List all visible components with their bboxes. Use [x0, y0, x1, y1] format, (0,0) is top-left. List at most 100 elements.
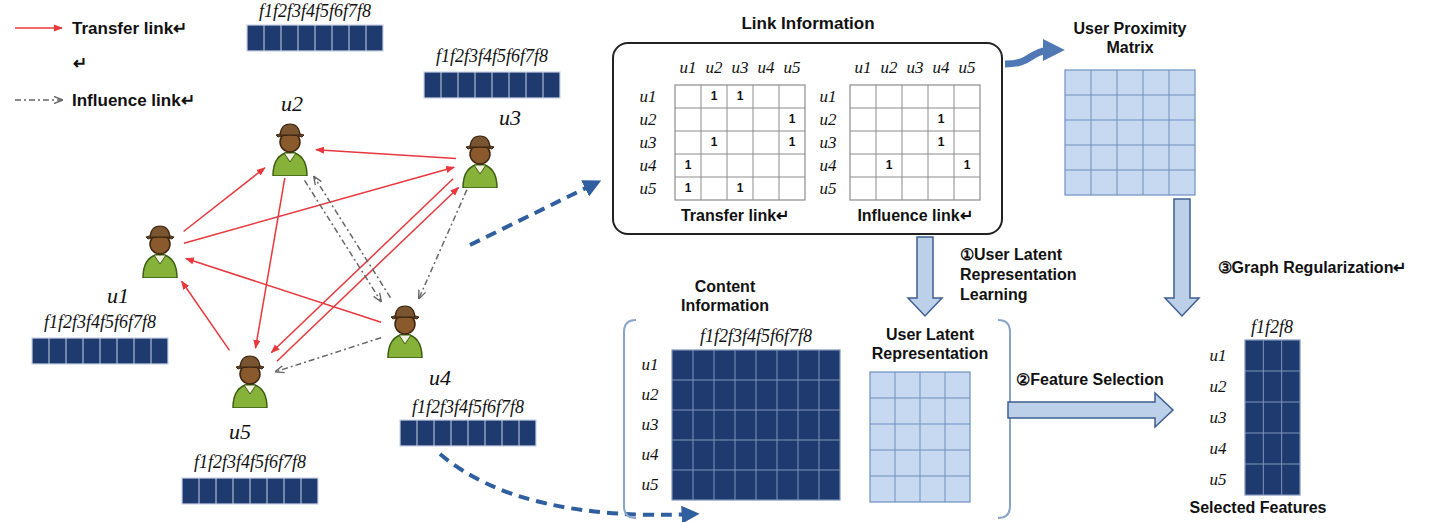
edge-label: ①User Latent Representation Learning	[960, 245, 1095, 305]
label-text: u4	[642, 446, 659, 465]
feature-bar	[247, 25, 383, 51]
transfer-link	[182, 281, 230, 350]
influence-link	[314, 177, 390, 298]
label-text: 1	[789, 113, 796, 126]
legend-text: Influence link↵	[72, 90, 195, 111]
feature-bar	[182, 478, 318, 504]
user-node: u2	[268, 120, 312, 176]
user-node: u5	[228, 352, 272, 408]
selected-grid	[1245, 340, 1300, 495]
legend-transfer-sample	[15, 27, 62, 29]
legend-text: Transfer link↵	[72, 18, 187, 39]
label-text: f1f2f3f4f5f6f7f8	[194, 453, 306, 473]
user-node: u4	[383, 302, 427, 358]
node-text: User Latent Representation	[855, 325, 1005, 363]
block-arrow	[1008, 393, 1173, 427]
label-text: u2	[820, 110, 837, 129]
label-text: u5	[640, 179, 657, 198]
label-text: u4	[758, 59, 775, 78]
label-text: u4	[933, 59, 950, 78]
label-text: 1	[886, 159, 893, 172]
latent-matrix: User Latent Representation	[855, 318, 1005, 508]
label-text: 1	[711, 90, 718, 103]
node-text: u1	[98, 283, 138, 309]
label-text: u5	[784, 59, 801, 78]
dashed-flow-arrow	[470, 182, 598, 245]
label-text: u4	[820, 156, 837, 175]
node-text: u3	[490, 105, 530, 131]
label-text: ③Graph Regularization↵	[1218, 259, 1407, 277]
label-text: u2	[706, 59, 723, 78]
edge-label: ②Feature Selection	[1016, 370, 1163, 390]
label-text: u1	[820, 87, 837, 106]
label-text: u3	[907, 59, 924, 78]
label-text: 1	[737, 182, 744, 195]
label-text: u4	[640, 156, 657, 175]
node-text: Influence link↵	[825, 206, 1005, 225]
label-text: 1	[711, 136, 718, 149]
bracket	[624, 320, 636, 518]
label-text: u2	[1210, 377, 1227, 396]
selected-features-matrix: Selected Features	[1175, 318, 1335, 520]
label-text: u3	[642, 416, 659, 435]
transfer-link	[184, 167, 454, 243]
label-text: f1f2f3f4f5f6f7f8	[44, 313, 156, 333]
label-text: u2	[640, 110, 657, 129]
link-matrix-grid	[850, 85, 980, 200]
node-text: Link Information	[698, 14, 918, 34]
label-text: u2	[642, 386, 659, 405]
influence-link	[419, 190, 467, 299]
transfer-link	[277, 187, 459, 361]
legend-influence-sample	[15, 99, 62, 101]
user-icon	[458, 132, 502, 188]
influence-link-matrix: Influence link↵	[810, 50, 996, 232]
label-text: u3	[732, 59, 749, 78]
label-text: f1f2f3f4f5f6f7f8	[259, 2, 371, 22]
label-text: f1f2f3f4f5f6f7f8	[436, 47, 548, 67]
label-text: u3	[1210, 408, 1227, 427]
feature-bar	[424, 72, 560, 98]
feature-bar	[32, 338, 168, 364]
label-text: 1	[737, 90, 744, 103]
user-icon	[138, 222, 182, 278]
user-icon	[383, 302, 427, 358]
node-text: Content Information	[670, 277, 780, 315]
transfer-link	[271, 179, 453, 353]
user-icon	[228, 352, 272, 408]
node-text: Transfer link↵	[645, 206, 825, 225]
block-arrow	[908, 237, 942, 316]
label-text: 1	[685, 182, 692, 195]
node-text: u5	[220, 419, 260, 445]
label-text: f1f2f3f4f5f6f7f8	[700, 327, 812, 347]
user-node: u1	[138, 222, 182, 278]
label-text: u1	[642, 356, 659, 375]
user-icon	[268, 120, 312, 176]
label-text: u4	[1210, 439, 1227, 458]
transfer-link	[316, 150, 456, 159]
label-text: u5	[820, 179, 837, 198]
label-text: 1	[685, 159, 692, 172]
node-text: User Proximity Matrix	[1060, 19, 1200, 57]
proximity-matrix: User Proximity Matrix	[1060, 14, 1200, 197]
proximity-grid	[1065, 70, 1195, 195]
influence-link	[305, 180, 381, 301]
label-text: 1	[938, 136, 945, 149]
link-matrix-grid	[675, 85, 805, 200]
process-arrow	[1005, 50, 1056, 64]
bracket	[998, 320, 1010, 518]
block-arrow	[1165, 199, 1199, 316]
influence-link	[276, 338, 381, 372]
label-text: u1	[680, 59, 697, 78]
label-text: u1	[1210, 346, 1227, 365]
transfer-link	[184, 168, 265, 232]
label-text: ↵	[73, 55, 87, 74]
label-text: u1	[640, 87, 657, 106]
latent-grid	[870, 372, 970, 502]
label-text: u1	[855, 59, 872, 78]
label-text: u5	[1210, 470, 1227, 489]
label-text: f1f2f8	[1251, 318, 1293, 338]
node-text: u4	[420, 365, 460, 391]
node-text: u2	[272, 91, 312, 117]
label-text: u3	[820, 133, 837, 152]
label-text: f1f2f3f4f5f6f7f8	[412, 398, 524, 418]
